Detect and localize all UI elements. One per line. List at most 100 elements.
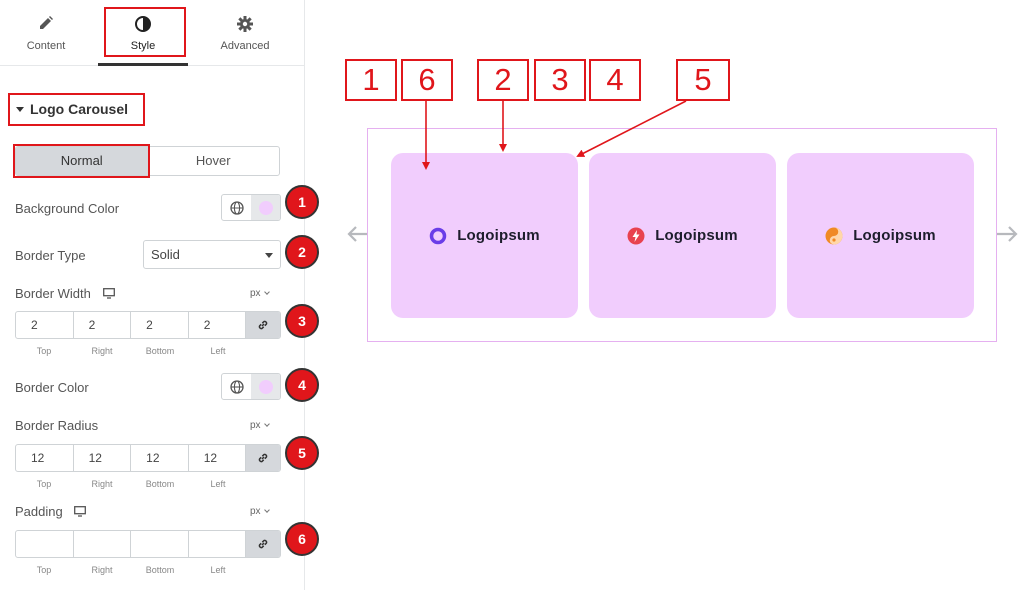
border-type-select[interactable]: Solid [143,240,281,269]
color-dot [258,379,273,394]
padding-inputs [15,530,281,558]
border-radius-bottom-input[interactable]: 12 [131,445,189,471]
side-label-left: Left [210,479,226,489]
unit-text: px [250,506,261,517]
section-title-text: Logo Carousel [30,101,129,117]
border-radius-top-input[interactable]: 12 [16,445,74,471]
link-values-button[interactable] [246,445,280,471]
padding-side-labels: Top Right Bottom Left [15,565,281,575]
callout-box-1: 1 [345,59,397,101]
global-colors-button[interactable] [222,195,251,220]
callout-badge-6: 6 [285,522,319,556]
desktop-icon [102,288,115,299]
side-label-top: Top [36,565,52,575]
border-radius-inputs: 12 12 12 12 [15,444,281,472]
tab-advanced-label: Advanced [220,40,270,52]
chevron-down-icon [263,421,270,427]
section-header-logo-carousel[interactable]: Logo Carousel [8,93,145,126]
border-width-bottom-input[interactable]: 2 [131,312,189,338]
border-radius-label: Border Radius [15,418,99,433]
border-width-left-input[interactable]: 2 [189,312,247,338]
side-label-bottom: Bottom [145,479,175,489]
border-color-swatch[interactable] [251,374,280,399]
padding-right-input[interactable] [74,531,132,557]
logo-card[interactable]: Logoipsum [787,153,974,318]
pencil-icon [40,16,53,29]
state-toggle: Normal Hover [15,146,280,176]
side-label-top: Top [36,479,52,489]
link-icon [258,539,268,549]
callout-box-4: 4 [589,59,641,101]
global-colors-button[interactable] [222,374,251,399]
logo-text: Logoipsum [853,227,936,244]
dropdown-arrow-icon [265,253,273,258]
contrast-icon [135,16,151,32]
bolt-logo-icon [627,227,645,244]
callout-box-2: 2 [477,59,529,101]
tab-style[interactable]: Style [98,0,188,66]
logo-card[interactable]: Logoipsum [391,153,578,318]
tab-content[interactable]: Content [10,0,82,66]
callout-badge-2: 2 [285,235,319,269]
logo-text: Logoipsum [457,227,540,244]
next-arrow-icon[interactable] [994,224,1020,244]
border-width-label: Border Width [15,286,115,301]
ring-logo-icon [429,227,447,244]
gear-icon [237,16,253,32]
border-width-top-input[interactable]: 2 [16,312,74,338]
link-values-button[interactable] [246,312,280,338]
border-width-inputs: 2 2 2 2 [15,311,281,339]
logo: Logoipsum [825,227,936,245]
background-color-swatch[interactable] [251,195,280,220]
border-width-right-input[interactable]: 2 [74,312,132,338]
padding-label-text: Padding [15,504,63,519]
padding-left-input[interactable] [189,531,247,557]
border-color-label: Border Color [15,380,89,395]
side-label-bottom: Bottom [145,565,175,575]
style-panel: Content Style Advanced Logo Carousel Nor… [0,0,319,590]
desktop-icon [74,506,87,517]
side-label-right: Right [91,479,113,489]
border-radius-left-input[interactable]: 12 [189,445,247,471]
globe-icon [229,200,244,215]
border-type-value: Solid [151,247,180,262]
logo-carousel-preview: Logoipsum Logoipsum Logoipsum [367,128,997,342]
callout-box-5: 5 [676,59,730,101]
tab-advanced[interactable]: Advanced [205,0,285,66]
link-icon [258,320,268,330]
chevron-down-icon [263,289,270,295]
border-radius-right-input[interactable]: 12 [74,445,132,471]
padding-top-input[interactable] [16,531,74,557]
state-normal-button[interactable]: Normal [16,147,148,175]
logo-card[interactable]: Logoipsum [589,153,776,318]
border-width-unit-select[interactable]: px [250,288,270,299]
callout-badge-5: 5 [285,436,319,470]
border-color-control [221,373,281,400]
link-icon [258,453,268,463]
background-color-label: Background Color [15,201,120,216]
color-dot [258,200,273,215]
padding-bottom-input[interactable] [131,531,189,557]
panel-tabs: Content Style Advanced [0,0,305,66]
state-hover-button[interactable]: Hover [195,153,231,168]
side-label-top: Top [36,346,52,356]
unit-text: px [250,288,261,299]
padding-unit-select[interactable]: px [250,506,270,517]
callout-badge-1: 1 [285,185,319,219]
background-color-control [221,194,281,221]
callout-box-3: 3 [534,59,586,101]
prev-arrow-icon[interactable] [345,224,371,244]
link-values-button[interactable] [246,531,280,557]
border-radius-unit-select[interactable]: px [250,420,270,431]
logo-text: Logoipsum [655,227,738,244]
side-label-left: Left [210,565,226,575]
border-radius-side-labels: Top Right Bottom Left [15,479,281,489]
unit-text: px [250,420,261,431]
normal-state-highlight [13,144,150,178]
border-width-label-text: Border Width [15,286,91,301]
border-type-label: Border Type [15,248,86,263]
callout-box-6: 6 [401,59,453,101]
caret-down-icon [16,107,24,112]
style-tab-highlight [104,7,186,57]
callout-badge-3: 3 [285,304,319,338]
